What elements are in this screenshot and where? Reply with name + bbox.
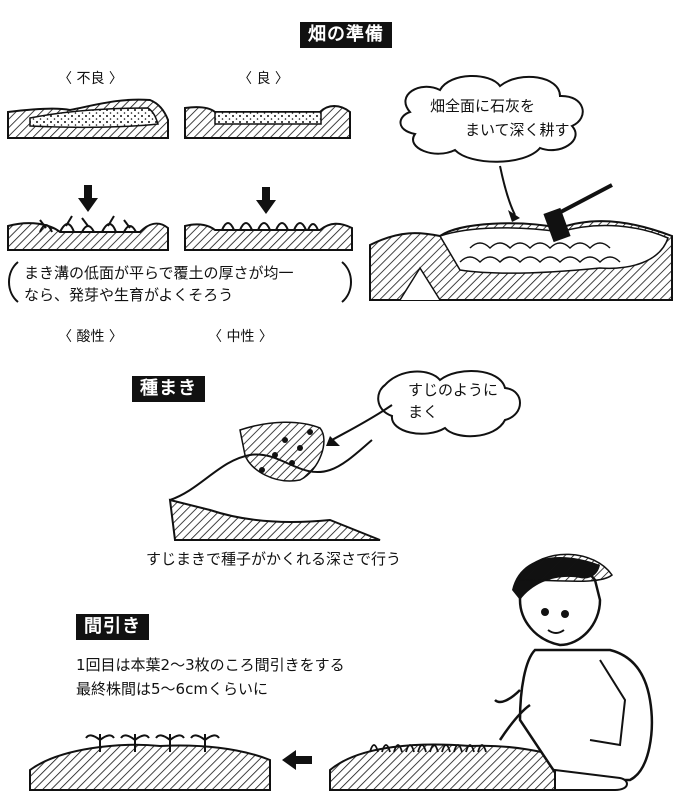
left-arrow [282, 750, 312, 770]
lime-bubble-line-1: 畑全面に石灰を [430, 97, 536, 115]
sprouts-bad [7, 215, 169, 251]
thinning-bed-right [329, 743, 576, 791]
woman-gardener-figure [494, 553, 654, 791]
sowing-bubble-line-1: すじのように [408, 381, 499, 399]
note-line-2: なら、発芽や生育がよくそろう [24, 286, 234, 304]
label-bad: 〈 不良 〉 [58, 71, 123, 87]
sprouts-good [184, 222, 353, 251]
label-good: 〈 良 〉 [238, 71, 289, 87]
sowing-ridge [168, 370, 521, 541]
thinning-line-1: 1回目は本葉2〜3枚のころ間引きをする [76, 656, 345, 674]
down-arrow-good [256, 187, 276, 214]
thinning-line-2: 最終株間は5〜6cmくらいに [76, 680, 268, 698]
section-title-field-prep: 畑の準備 [300, 22, 392, 48]
sowing-caption: すじまきで種子がかくれる深さで行う [146, 550, 402, 568]
note-bracket-right [341, 261, 352, 303]
label-neutral: 〈 中性 〉 [208, 329, 273, 345]
section-title-sowing: 種まき [132, 376, 205, 402]
sowing-bubble-line-2: まく [408, 403, 439, 421]
note-line-1: まき溝の低面が平らで覆土の厚さが均一 [24, 264, 294, 282]
lime-bubble-line-2: まいて深く耕す [465, 121, 570, 139]
label-acid: 〈 酸性 〉 [58, 329, 123, 345]
section-title-thinning: 間引き [76, 614, 149, 640]
soil-good-top [184, 105, 351, 139]
note-bracket-left [8, 261, 19, 303]
tilling-scene [369, 74, 673, 301]
soil-bad-top [7, 98, 169, 139]
thinning-bed-left [29, 734, 271, 791]
down-arrow-bad [78, 185, 98, 212]
